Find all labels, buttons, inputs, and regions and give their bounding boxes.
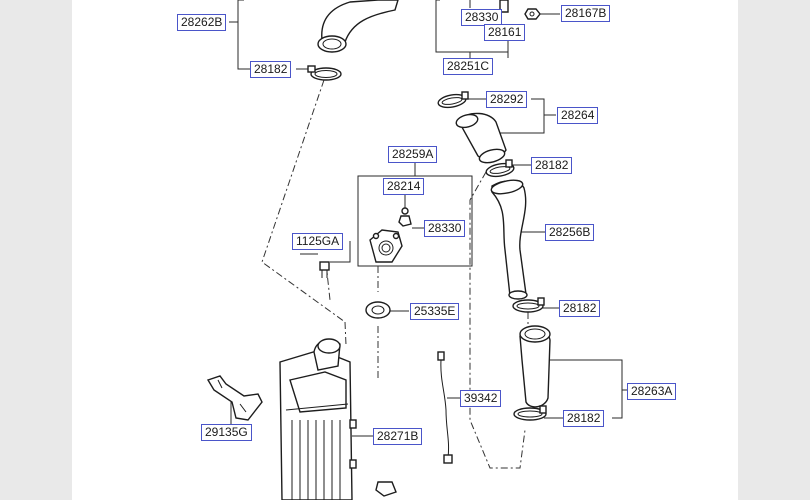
label-29135G[interactable]: 29135G: [201, 424, 252, 441]
clamp-28292: [437, 91, 469, 109]
label-1125GA[interactable]: 1125GA: [292, 233, 344, 250]
label-28256B[interactable]: 28256B: [545, 224, 595, 241]
label-28251C[interactable]: 28251C: [443, 58, 494, 75]
bracket-28259A: [369, 207, 412, 263]
hose-28264: [455, 112, 507, 164]
clamp-c: [512, 297, 545, 313]
label-28182-d[interactable]: 28182: [563, 410, 605, 427]
label-28292[interactable]: 28292: [486, 91, 528, 108]
clamp-top: [307, 65, 342, 81]
label-28214[interactable]: 28214: [383, 178, 425, 195]
grommet-25335E: [365, 301, 391, 319]
label-28182-b[interactable]: 28182: [531, 157, 573, 174]
label-28330-top[interactable]: 28330: [461, 9, 503, 26]
clamp-b: [485, 159, 515, 178]
diagram-sheet: [72, 0, 738, 500]
label-28167B[interactable]: 28167B: [561, 5, 611, 22]
label-28259A[interactable]: 28259A: [388, 146, 438, 163]
label-28263A[interactable]: 28263A: [627, 383, 677, 400]
sensor-39342: [437, 351, 453, 464]
label-28182-top[interactable]: 28182: [250, 61, 292, 78]
label-28271B[interactable]: 28271B: [373, 428, 423, 445]
bracket-29135G: [206, 375, 263, 421]
label-28330-mid[interactable]: 28330: [424, 220, 466, 237]
label-28264[interactable]: 28264: [557, 107, 599, 124]
label-25335E[interactable]: 25335E: [410, 303, 460, 320]
clamp-d: [513, 405, 547, 421]
label-28182-c[interactable]: 28182: [559, 300, 601, 317]
hose-28262B: [317, 0, 399, 53]
label-28262B[interactable]: 28262B: [177, 14, 227, 31]
pipe-28256B: [490, 179, 528, 300]
bolt-1125GA: [319, 261, 330, 278]
hose-28263A: [519, 325, 551, 408]
label-28161[interactable]: 28161: [484, 24, 526, 41]
assembly-lines: [261, 79, 529, 469]
label-39342[interactable]: 39342: [460, 390, 502, 407]
top-fittings: [499, 0, 541, 20]
intercooler-28271B: [279, 338, 397, 500]
